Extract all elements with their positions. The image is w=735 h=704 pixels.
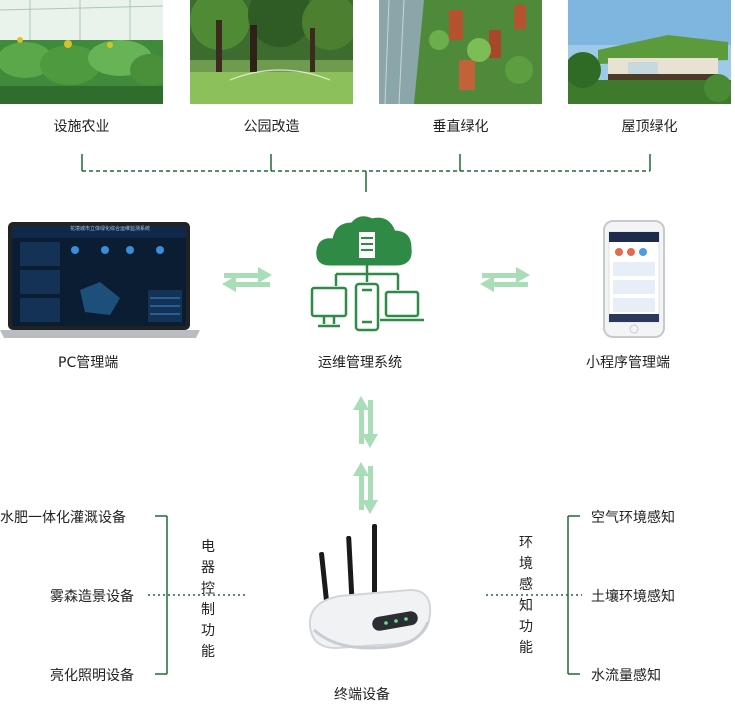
right-sensor-air: 空气环境感知	[591, 510, 675, 526]
left-function-text: 电 器 控 制 功 能	[201, 539, 215, 660]
scene-label-roof: 屋顶绿化	[621, 119, 678, 135]
cloud-system-icon	[306, 212, 428, 336]
router-terminal-icon	[300, 522, 440, 662]
laptop-pc	[0, 220, 200, 340]
terminal-label: 终端设备	[334, 687, 390, 703]
vertical-greening-photo	[379, 0, 542, 104]
roof-greening-photo	[568, 0, 731, 104]
scene-label-greenhouse: 设施农业	[53, 119, 110, 135]
up-down-arrow-icon-2	[353, 462, 378, 514]
pc-screen-title: 花境城市立体绿化综合运维监测系统	[69, 226, 150, 232]
left-device-mist: 雾森造景设备	[50, 589, 134, 605]
right-double-arrow-icon	[480, 267, 530, 292]
right-function-text: 环 境 感 知 功 能	[519, 535, 533, 656]
up-down-arrow-icon	[353, 396, 378, 448]
mini-label: 小程序管理端	[586, 355, 670, 371]
scene-label-park: 公园改造	[243, 119, 300, 135]
greenhouse-photo	[0, 0, 163, 104]
park-photo	[190, 0, 353, 104]
left-device-lighting: 亮化照明设备	[50, 668, 134, 684]
pc-label: PC管理端	[58, 355, 119, 371]
left-double-arrow-icon	[222, 267, 272, 292]
center-label: 运维管理系统	[318, 355, 402, 371]
mobile-phone	[603, 220, 665, 338]
left-device-irrigation: 水肥一体化灌溉设备	[0, 510, 126, 526]
right-sensor-soil: 土壤环境感知	[591, 589, 675, 605]
scene-label-vertical: 垂直绿化	[432, 119, 489, 135]
right-sensor-water: 水流量感知	[591, 668, 661, 684]
